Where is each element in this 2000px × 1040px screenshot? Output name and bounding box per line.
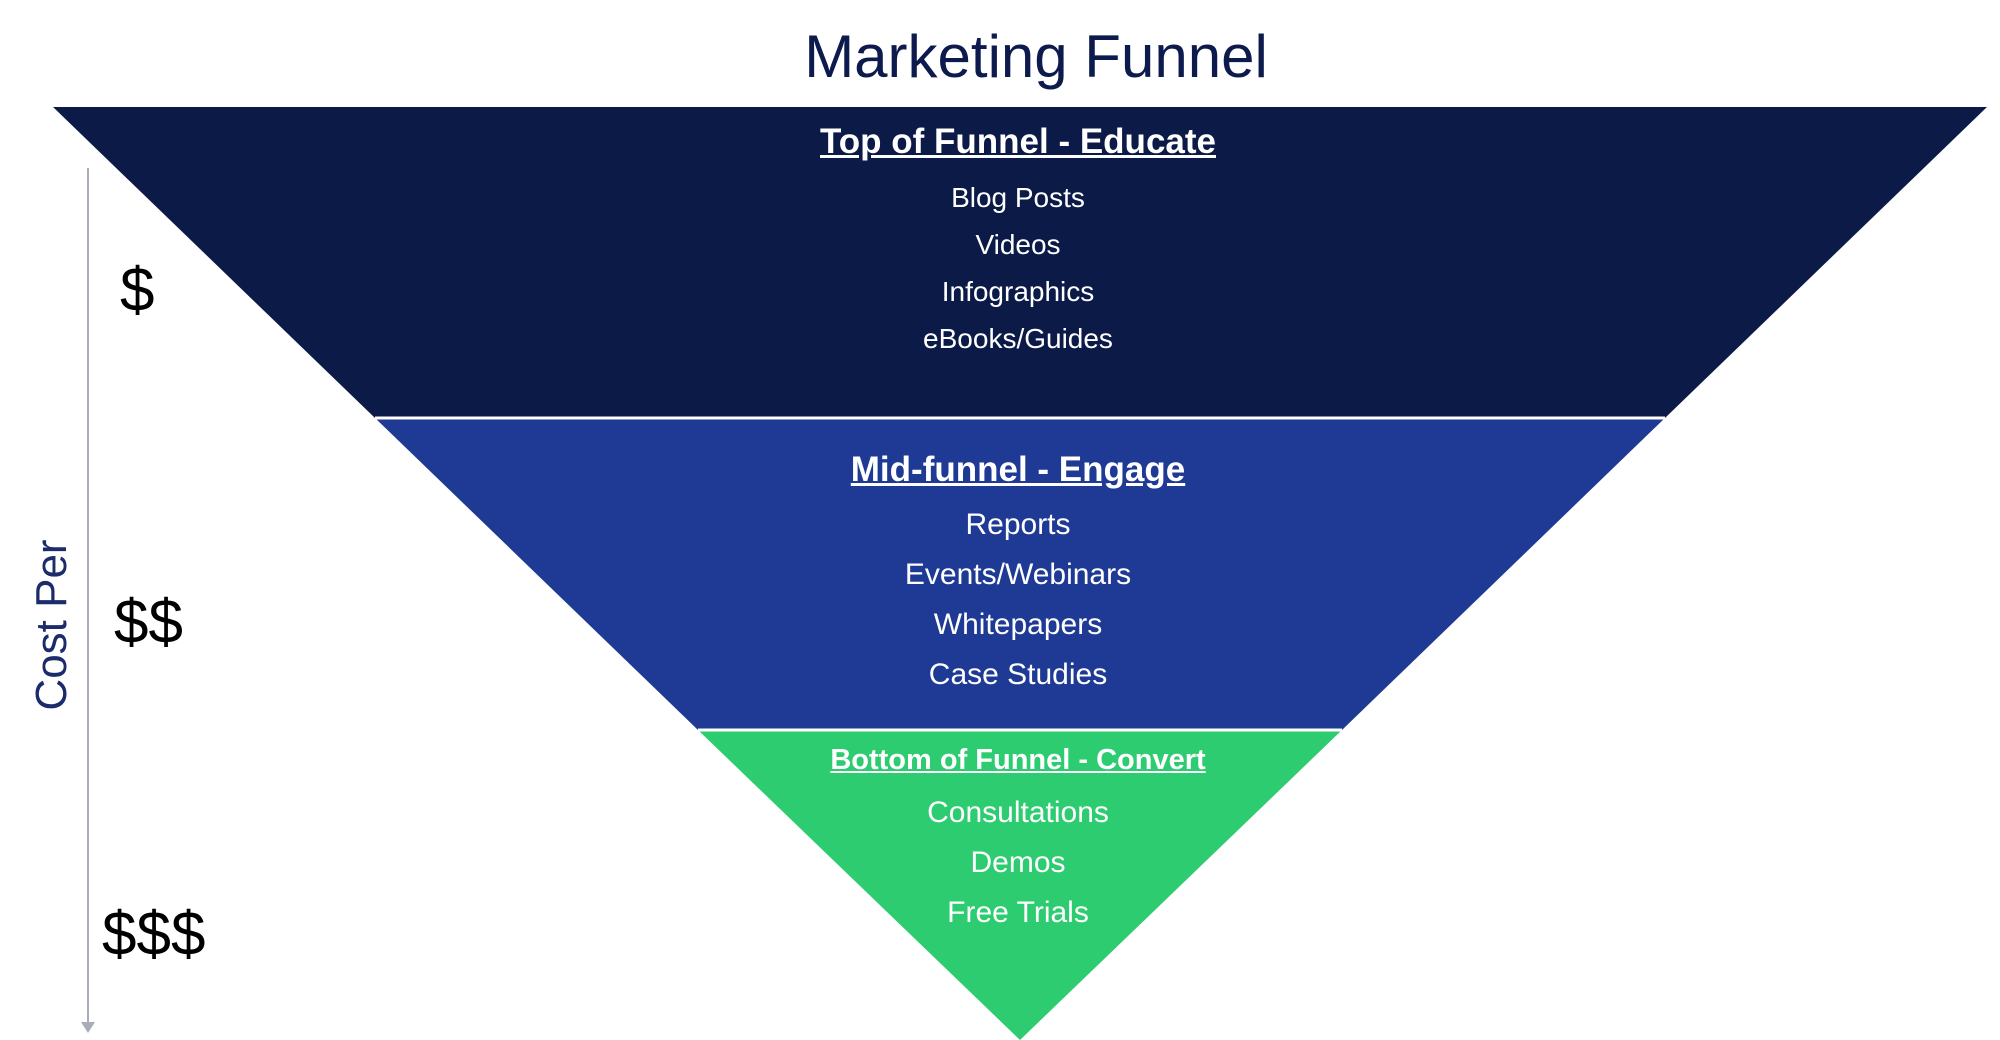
page-title: Marketing Funnel (804, 23, 1268, 90)
stage-item: Whitepapers (933, 608, 1103, 641)
stage-item: Blog Posts (951, 182, 1085, 213)
funnel-stage-top: Top of Funnel - Educate Blog Posts Video… (818, 118, 1218, 362)
cost-axis-label: Cost Per (27, 539, 76, 711)
stage-item: Videos (975, 229, 1061, 260)
stage-item: Free Trials (947, 896, 1089, 929)
funnel-stage-mid-shape (375, 418, 1665, 730)
stage-item: Demos (970, 846, 1066, 879)
stage-heading-top: Top of Funnel - Educate (820, 122, 1216, 161)
stage-item: Reports (965, 508, 1071, 541)
stage-item: eBooks/Guides (923, 323, 1113, 354)
stage-item: Events/Webinars (904, 558, 1132, 591)
stage-heading-bottom: Bottom of Funnel - Convert (830, 744, 1206, 776)
cost-level-medium: $$ (114, 588, 183, 657)
stage-item: Consultations (927, 796, 1109, 829)
funnel-stage-mid: Mid-funnel - Engage Reports Events/Webin… (818, 446, 1218, 700)
funnel-stage-bottom-shape (698, 730, 1342, 1040)
cost-level-high: $$$ (102, 900, 206, 969)
arrow-down-icon (81, 1022, 95, 1033)
stage-item: Infographics (941, 276, 1095, 307)
cost-level-low: $ (120, 256, 155, 325)
funnel-stage-top-shape (53, 107, 1987, 418)
stage-item: Case Studies (928, 658, 1108, 691)
cost-axis-line (87, 168, 89, 1023)
stage-heading-mid: Mid-funnel - Engage (850, 450, 1186, 489)
funnel-stage-bottom: Bottom of Funnel - Convert Consultations… (818, 740, 1218, 938)
